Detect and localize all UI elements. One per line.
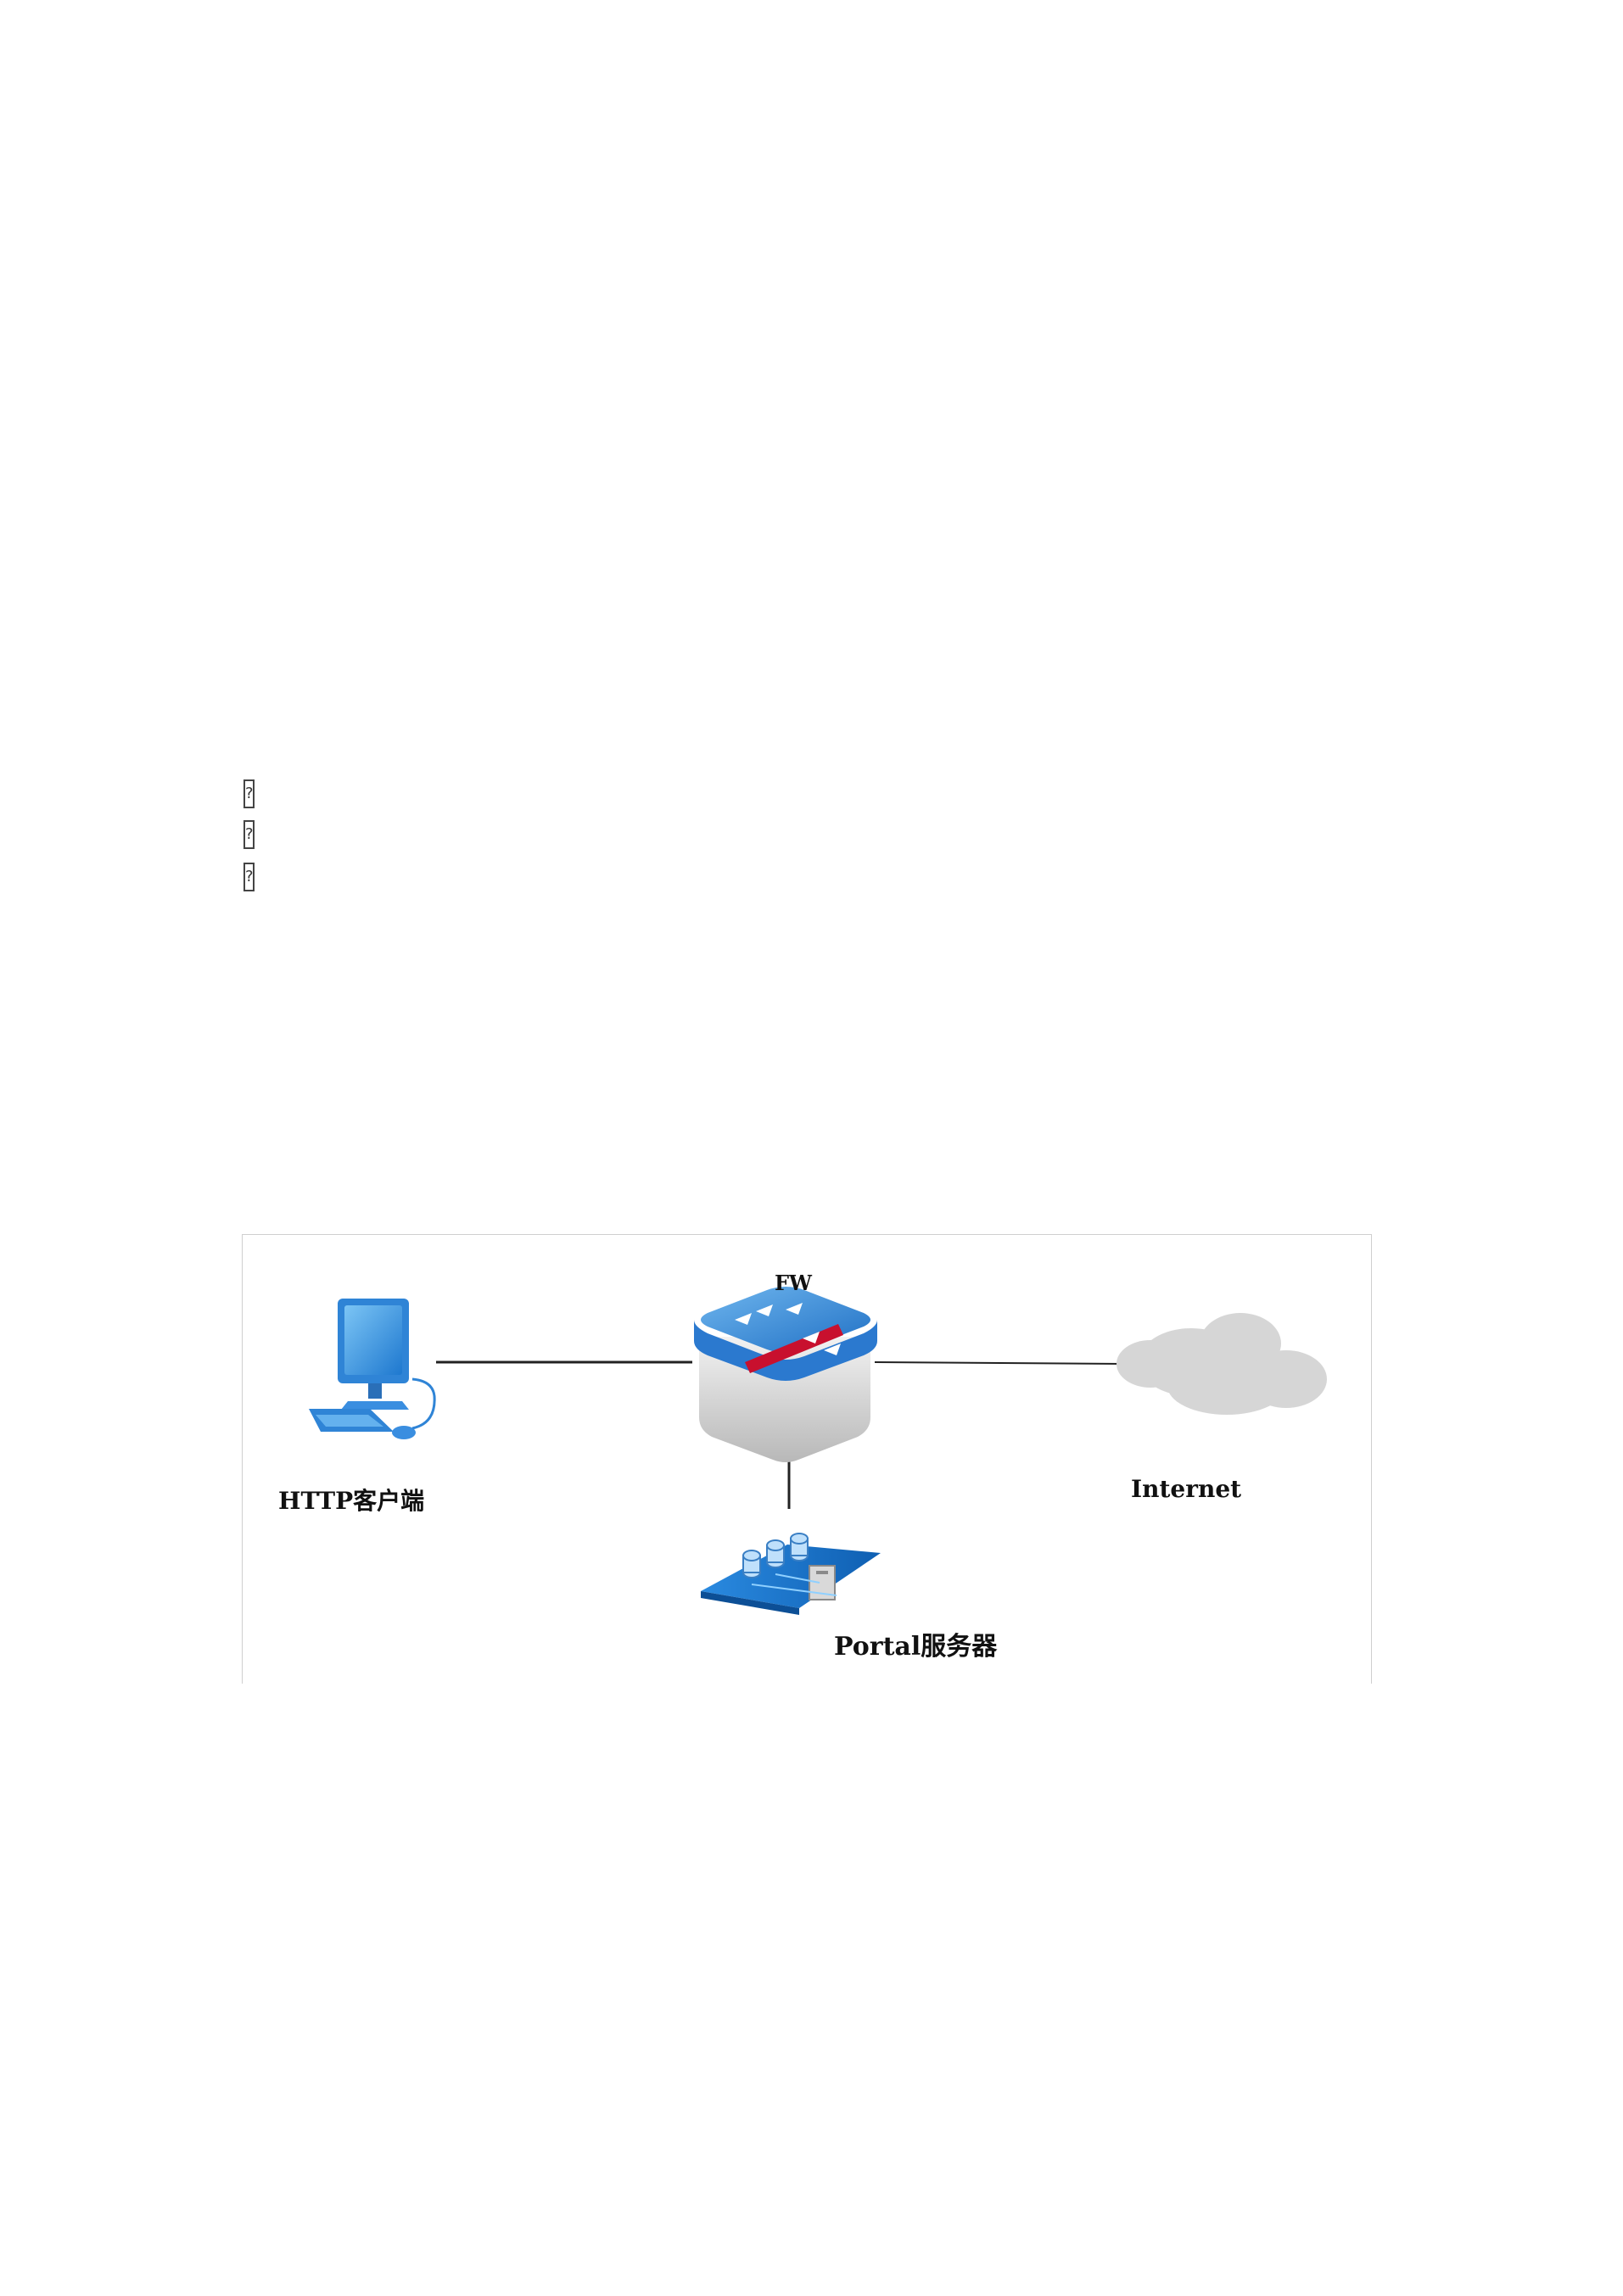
http-client-label: HTTP客户端 xyxy=(278,1487,425,1515)
server-platform-icon xyxy=(701,1533,881,1615)
firewall-icon xyxy=(694,1287,877,1462)
portal-server-label: Portal服务器 xyxy=(834,1632,998,1662)
internet-label: Internet xyxy=(1131,1475,1242,1503)
missing-glyph-box: ? xyxy=(243,820,255,849)
network-diagram: FW HTTP客户端 Internet Portal服务器 xyxy=(242,1234,1372,1684)
link-fw-internet xyxy=(874,1361,1124,1365)
missing-glyph-box: ? xyxy=(243,863,255,891)
cloud-icon xyxy=(1117,1313,1327,1415)
missing-glyph-box: ? xyxy=(243,779,255,808)
desktop-computer-icon xyxy=(309,1299,436,1439)
network-diagram-canvas xyxy=(309,1287,1327,1615)
fw-label: FW xyxy=(775,1271,812,1295)
